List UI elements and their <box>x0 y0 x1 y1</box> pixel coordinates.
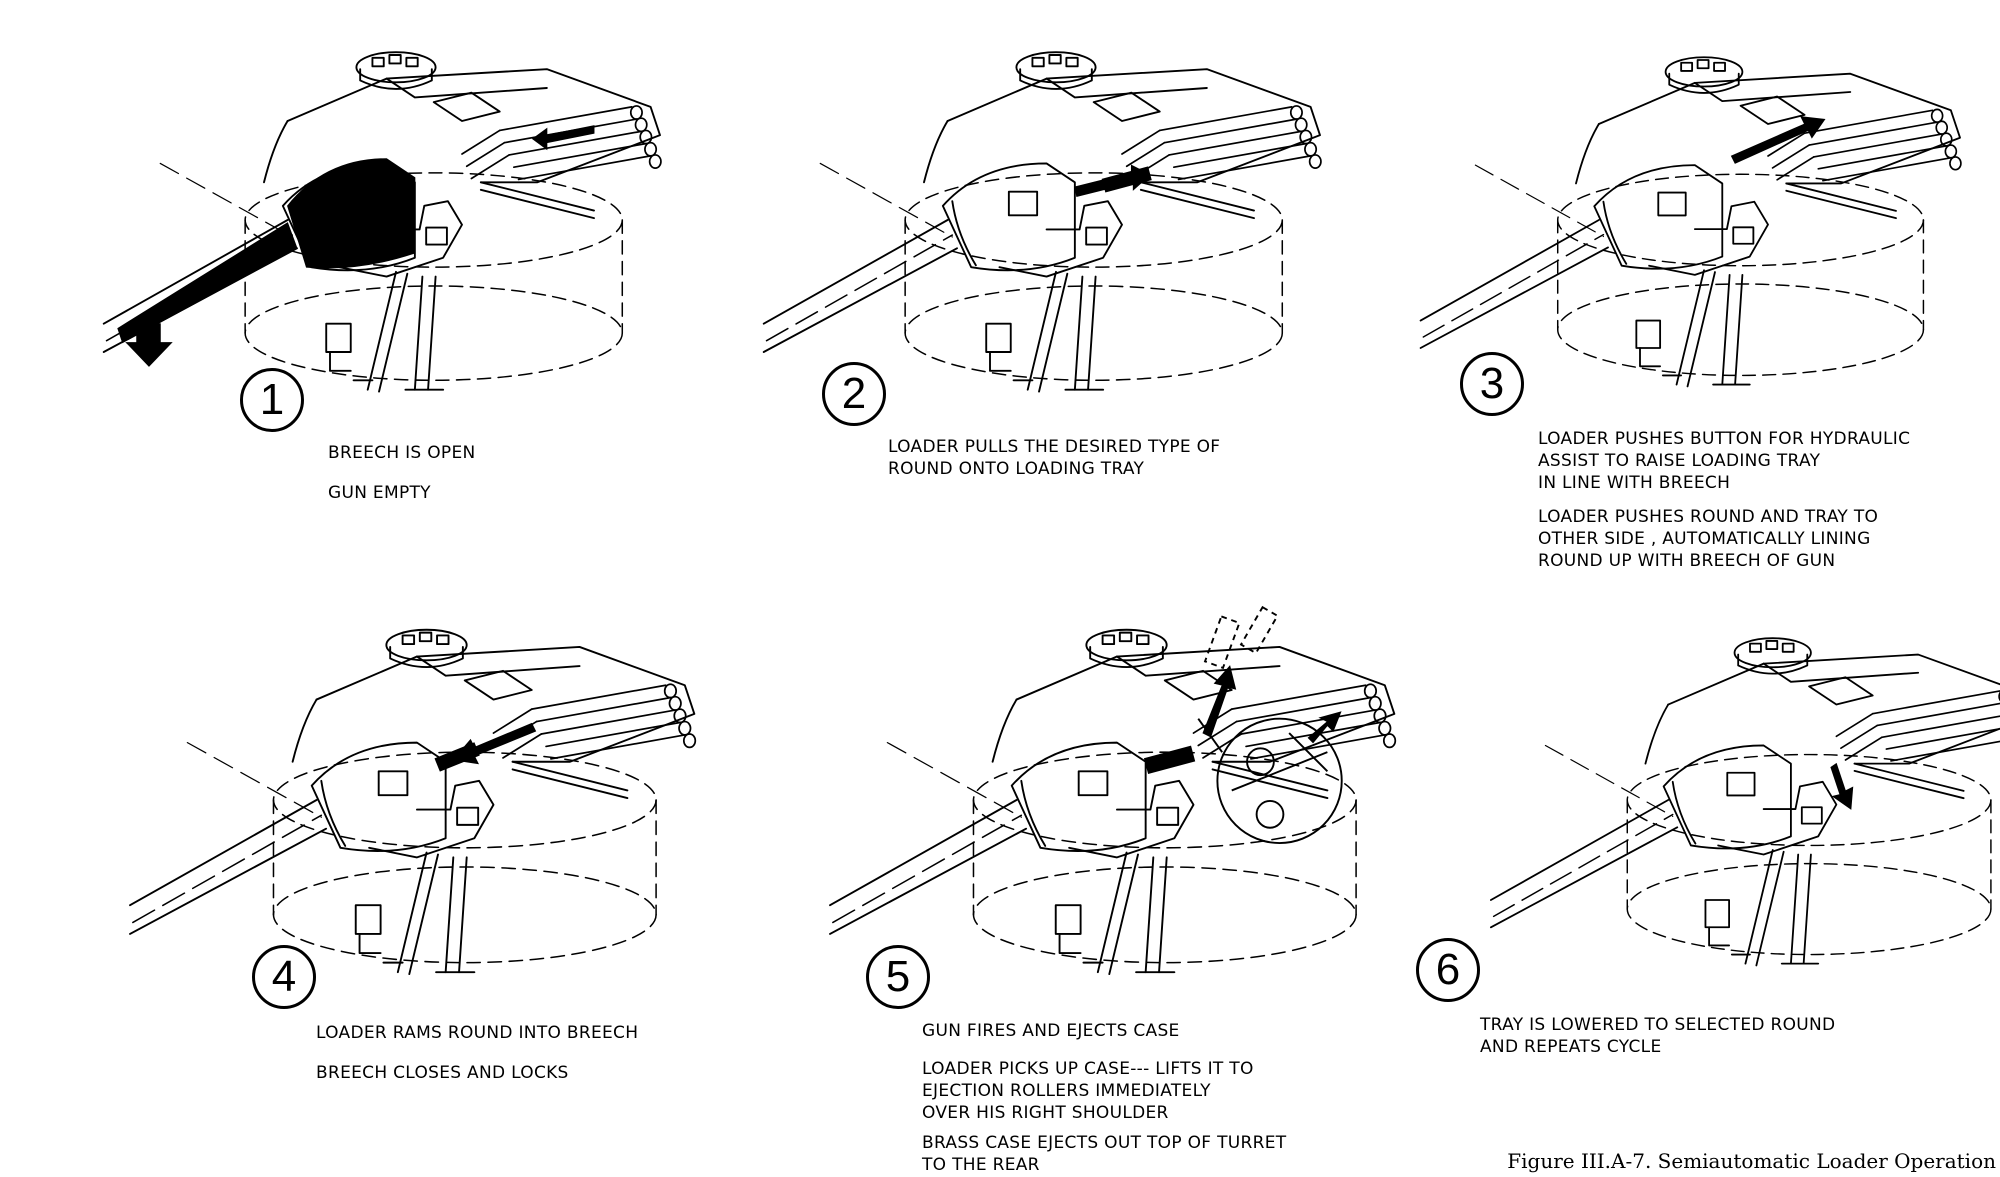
lower-tray-arrow <box>1830 762 1854 810</box>
step-number-2: 2 <box>822 362 886 426</box>
panel-5-caption-c: BRASS CASE EJECTS OUT TOP OF TURRET TO T… <box>922 1133 1287 1175</box>
down-arrow <box>125 323 173 367</box>
panel-3-caption-a: LOADER PUSHES BUTTON FOR HYDRAULIC ASSIS… <box>1538 429 1911 493</box>
step-number-6: 6 <box>1416 938 1480 1002</box>
panel-6-caption: TRAY IS LOWERED TO SELECTED ROUND AND RE… <box>1480 1015 1836 1057</box>
panel-1-caption-a: BREECH IS OPEN <box>328 443 476 463</box>
panel-4-caption-a: LOADER RAMS ROUND INTO BREECH <box>316 1023 639 1043</box>
panel-4-caption-b: BREECH CLOSES AND LOCKS <box>316 1063 569 1083</box>
panel-3-illustration <box>1419 56 1962 388</box>
panel-5-illustration <box>829 605 1397 976</box>
panel-2-caption: LOADER PULLS THE DESIRED TYPE OF ROUND O… <box>888 437 1221 479</box>
rack-arrow <box>531 125 595 151</box>
panel-6-illustration <box>1489 637 2000 967</box>
panel-2: 2 LOADER PULLS THE DESIRED TYPE OF ROUND… <box>660 0 1322 560</box>
panel-3-caption-b: LOADER PUSHES ROUND AND TRAY TO OTHER SI… <box>1538 507 1879 571</box>
panel-5-caption-a: GUN FIRES AND EJECTS CASE <box>922 1021 1180 1041</box>
panel-6: 6 TRAY IS LOWERED TO SELECTED ROUND AND … <box>1400 580 2000 1177</box>
lift-case-arrow <box>1202 665 1237 738</box>
eject-arrow <box>1307 711 1342 744</box>
panel-3: 3 LOADER PUSHES BUTTON FOR HYDRAULIC ASS… <box>1320 0 2000 580</box>
panel-1: 1 BREECH IS OPEN GUN EMPTY <box>0 0 662 560</box>
step-number-5: 5 <box>866 945 930 1009</box>
panel-5: 5 GUN FIRES AND EJECTS CASE LOADER PICKS… <box>700 580 1400 1177</box>
raise-tray-arrow <box>1730 116 1826 164</box>
figure-caption: Figure III.A-7. Semiautomatic Loader Ope… <box>1507 1149 1996 1173</box>
step-number-3: 3 <box>1460 352 1524 416</box>
panel-1-illustration <box>102 51 662 393</box>
panel-2-illustration <box>762 51 1322 393</box>
step-number-4: 4 <box>252 945 316 1009</box>
panel-1-caption-b: GUN EMPTY <box>328 483 431 503</box>
panel-5-caption-b: LOADER PICKS UP CASE--- LIFTS IT TO EJEC… <box>922 1059 1254 1123</box>
step-number-1: 1 <box>240 368 304 432</box>
panel-4-illustration <box>129 628 697 976</box>
panel-4: 4 LOADER RAMS ROUND INTO BREECH BREECH C… <box>0 580 700 1177</box>
